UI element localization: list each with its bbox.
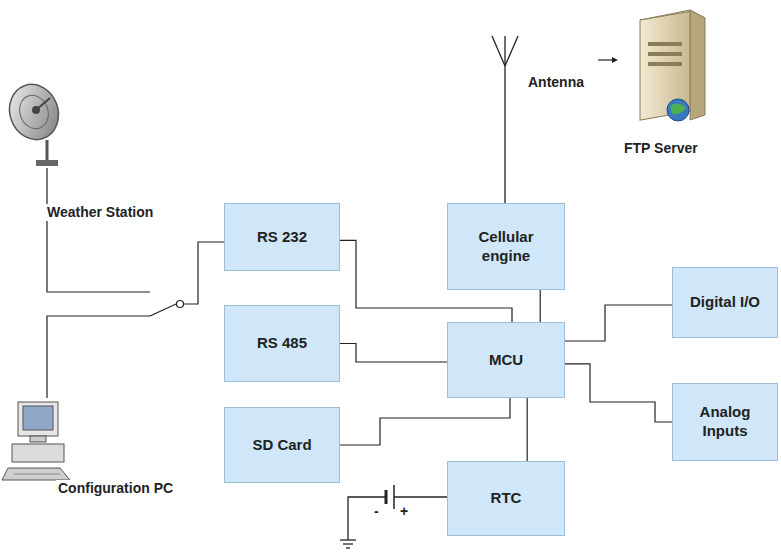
bus-connector bbox=[540, 290, 541, 322]
server-icon bbox=[640, 10, 705, 121]
box-label: Digital I/O bbox=[690, 293, 760, 312]
device-label: Configuration PC bbox=[56, 480, 175, 497]
bus-connector bbox=[565, 305, 672, 341]
bus-connector bbox=[527, 398, 528, 461]
bus-connector bbox=[565, 364, 672, 422]
polarity-mark: + bbox=[398, 503, 410, 520]
box-label: Cellular engine bbox=[456, 228, 556, 266]
module-box: Cellular engine bbox=[447, 203, 565, 290]
weather-station-icon bbox=[2, 77, 66, 166]
interface-box: RS 232 bbox=[224, 203, 340, 271]
bus-connector bbox=[340, 344, 447, 363]
interface-box: RS 485 bbox=[224, 305, 340, 382]
box-label: MCU bbox=[489, 351, 523, 370]
box-label: RTC bbox=[491, 489, 522, 508]
bus-connector bbox=[340, 398, 510, 445]
battery-ground bbox=[340, 485, 447, 548]
antenna-symbol bbox=[492, 36, 518, 203]
box-label: SD Card bbox=[252, 436, 311, 455]
polarity-mark: - bbox=[372, 503, 381, 520]
box-label: RS 232 bbox=[257, 228, 307, 247]
device-label: FTP Server bbox=[622, 140, 700, 157]
antenna-label: Antenna bbox=[526, 74, 586, 91]
device-label: Weather Station bbox=[45, 204, 155, 221]
io-box: Analog Inputs bbox=[672, 383, 778, 461]
box-label: RS 485 bbox=[257, 334, 307, 353]
switch-wiring bbox=[47, 168, 224, 398]
box-label: Analog Inputs bbox=[681, 403, 769, 441]
storage-box: SD Card bbox=[224, 407, 340, 483]
clock-box: RTC bbox=[447, 461, 565, 536]
uplink-arrow bbox=[598, 57, 618, 63]
pc-icon bbox=[2, 402, 70, 480]
processor-box: MCU bbox=[447, 322, 565, 398]
io-box: Digital I/O bbox=[672, 267, 778, 338]
